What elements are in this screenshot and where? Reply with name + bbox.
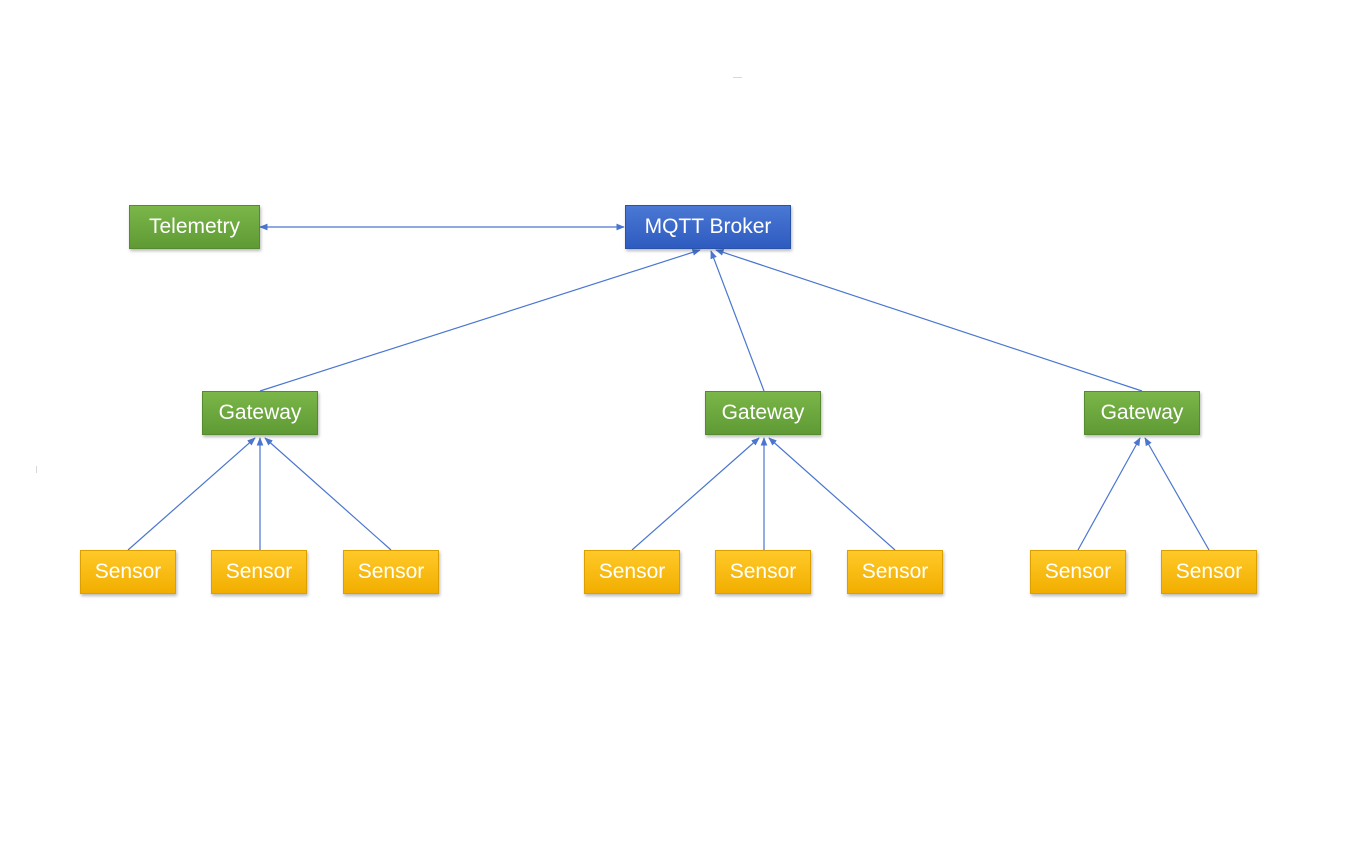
sensor-node-6[interactable]: Sensor [847,550,943,594]
gateway-label: Gateway [1100,401,1184,424]
sensor-label: Sensor [94,560,162,583]
edge-sensor-4-gateway-2 [631,437,760,551]
gateway-label: Gateway [218,401,302,424]
sensor-node-5[interactable]: Sensor [715,550,811,594]
sensor-node-8[interactable]: Sensor [1161,550,1257,594]
speck-top [733,77,742,78]
sensor-label: Sensor [357,560,425,583]
telemetry-label: Telemetry [148,215,241,238]
sensor-label: Sensor [1175,560,1243,583]
sensor-label: Sensor [861,560,929,583]
edge-sensor-1-gateway-1 [127,437,256,551]
edge-sensor-8-gateway-3 [1144,437,1210,551]
gateway-node-1[interactable]: Gateway [202,391,318,435]
sensor-node-2[interactable]: Sensor [211,550,307,594]
edge-gateway-3-broker [715,249,1143,392]
sensor-label: Sensor [225,560,293,583]
sensor-node-3[interactable]: Sensor [343,550,439,594]
sensor-label: Sensor [1044,560,1112,583]
sensor-label: Sensor [729,560,797,583]
mqtt-broker-node[interactable]: MQTT Broker [625,205,791,249]
edge-gateway-2-broker [710,250,765,392]
edge-gateway-1-broker [259,249,701,392]
edge-sensor-7-gateway-3 [1077,437,1141,551]
sensor-label: Sensor [598,560,666,583]
speck-left [36,466,37,473]
mqtt-broker-label: MQTT Broker [644,215,772,238]
gateway-node-2[interactable]: Gateway [705,391,821,435]
gateway-node-3[interactable]: Gateway [1084,391,1200,435]
sensor-node-4[interactable]: Sensor [584,550,680,594]
telemetry-node[interactable]: Telemetry [129,205,260,249]
sensor-node-7[interactable]: Sensor [1030,550,1126,594]
gateway-label: Gateway [721,401,805,424]
edge-sensor-3-gateway-1 [264,437,392,551]
sensor-node-1[interactable]: Sensor [80,550,176,594]
edge-sensor-6-gateway-2 [768,437,896,551]
